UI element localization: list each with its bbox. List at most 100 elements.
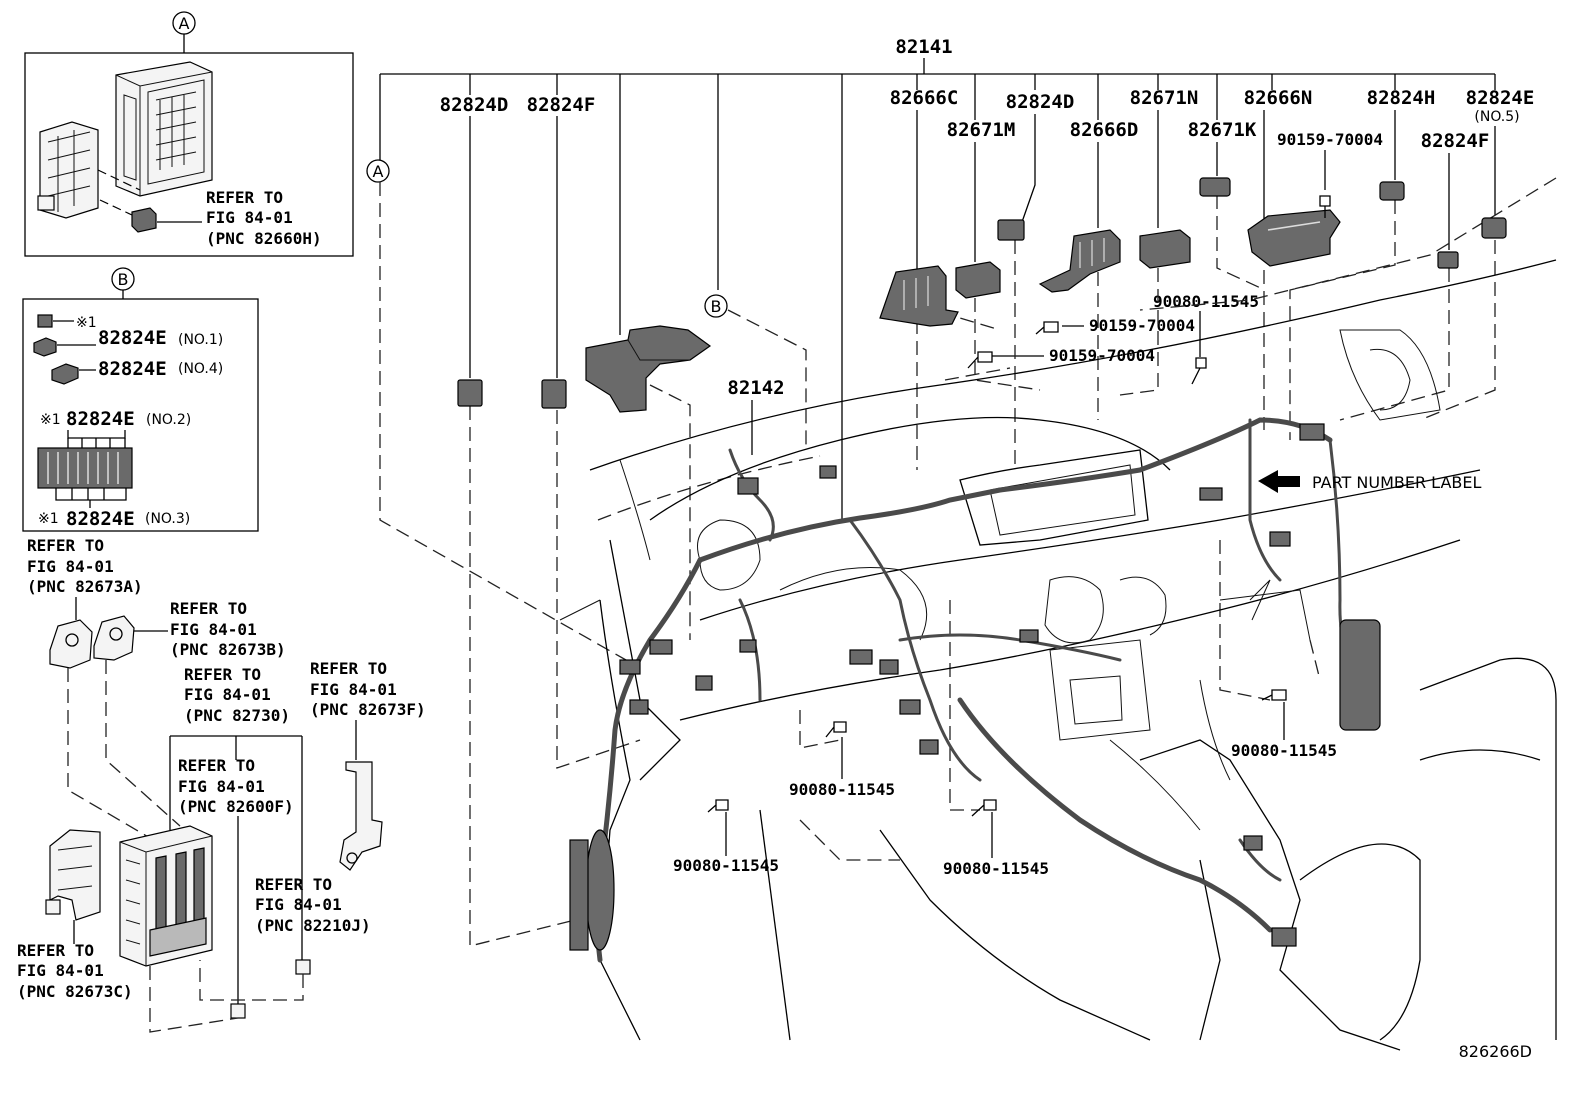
refer-82210J-line1: REFER TO <box>255 875 332 894</box>
wire-harness <box>569 417 1381 963</box>
connector-82824H <box>1379 181 1405 201</box>
connector-icon <box>51 363 79 385</box>
bolt-90159-c <box>967 351 993 369</box>
bracket-82673F <box>339 761 383 871</box>
refer-82673F-line1: REFER TO <box>310 659 387 678</box>
connector-82671N <box>1139 229 1191 269</box>
inset-b-item1-note: (NO.1) <box>178 332 223 348</box>
inset-b: B ※1 82824E (NO.1) 82824E (NO.4) ※1 8282… <box>22 267 259 532</box>
bolt-90080-e <box>1261 689 1287 701</box>
refer-82600F-line2: FIG 84-01 <box>178 777 265 796</box>
refer-82730-line2: FIG 84-01 <box>184 685 271 704</box>
callout-82824E: 82824E <box>1466 87 1535 109</box>
callout-90080-e: 90080-11545 <box>1231 741 1337 760</box>
connector-bank-illustration <box>37 430 133 508</box>
refer-82210J-line2: FIG 84-01 <box>255 895 342 914</box>
refer-82730-line3: (PNC 82730) <box>184 706 290 725</box>
refer-82673F-line2: FIG 84-01 <box>310 680 397 699</box>
inset-b-item4-note: (NO.3) <box>145 511 190 527</box>
figure-id: 826266D <box>1459 1042 1532 1061</box>
inset-b-badge: B <box>118 270 129 289</box>
arrow-left-icon <box>1258 470 1300 493</box>
junction-block-illustration <box>37 61 213 233</box>
dashboard-illustration <box>559 259 1557 1051</box>
refer-82673B-line1: REFER TO <box>170 599 247 618</box>
callout-82666N: 82666N <box>1244 87 1313 109</box>
callout-82671M: 82671M <box>947 119 1016 141</box>
harness-bracket: 82141 <box>379 36 1496 520</box>
callout-90159-top: 90159-70004 <box>1277 130 1383 149</box>
callout-82666D: 82666D <box>1070 119 1139 141</box>
bolt-90080-a <box>1191 357 1207 385</box>
connector-82671M <box>955 261 1001 299</box>
callout-90080-a: 90080-11545 <box>1153 292 1259 311</box>
refer-82673A-line1: REFER TO <box>27 536 104 555</box>
connector-82824E <box>1481 217 1507 239</box>
badge-a-main: A <box>373 162 384 181</box>
lower-left-group: REFER TO FIG 84-01 (PNC 82673A) REFER TO… <box>17 536 426 1033</box>
callout-90080-d: 90080-11545 <box>943 859 1049 878</box>
part-number-label: PART NUMBER LABEL <box>1312 473 1481 492</box>
inset-a-refer-line2: FIG 84-01 <box>206 208 293 227</box>
callout-82824H: 82824H <box>1367 87 1436 109</box>
callout-82142: 82142 <box>727 377 784 399</box>
refer-82673B-line2: FIG 84-01 <box>170 620 257 639</box>
connector-82666C <box>879 265 959 327</box>
refer-82673C-line3: (PNC 82673C) <box>17 982 133 1001</box>
bolt-90080-d <box>971 799 997 817</box>
callout-82671K: 82671K <box>1188 119 1257 141</box>
refer-82673F-line3: (PNC 82673F) <box>310 700 426 719</box>
inset-b-item2-part: 82824E <box>98 358 167 380</box>
refer-82210J-line3: (PNC 82210J) <box>255 916 371 935</box>
connector-icon <box>33 337 57 357</box>
callout-82824E-note: (NO.5) <box>1474 109 1519 125</box>
inset-a-refer-line1: REFER TO <box>206 188 283 207</box>
dashed-leaders <box>379 177 1557 947</box>
callout-90159-b: 90159-70004 <box>1089 316 1195 335</box>
connector-icon <box>37 314 53 328</box>
refer-82600F-line1: REFER TO <box>178 756 255 775</box>
refer-82673A-line2: FIG 84-01 <box>27 557 114 576</box>
connector-82671K <box>1199 177 1231 197</box>
callout-labels: 82824D 82824F 82666C 82824D 82671M 82671… <box>366 87 1535 878</box>
inset-b-item4-part: 82824E <box>66 508 135 530</box>
refer-82673C-line2: FIG 84-01 <box>17 961 104 980</box>
connector-82824F-left <box>541 379 567 409</box>
bracket-part <box>585 325 712 413</box>
refer-82673B-line3: (PNC 82673B) <box>170 640 286 659</box>
callout-82141: 82141 <box>895 36 952 58</box>
bracket-82673C <box>49 829 101 921</box>
refer-82600F-line3: (PNC 82600F) <box>178 797 294 816</box>
inset-b-mark-1: ※1 <box>76 315 97 331</box>
inset-a-frame <box>24 52 354 257</box>
inset-b-item3-mark: ※1 <box>40 412 61 428</box>
connector-82824D-left <box>457 379 483 407</box>
callout-82824F-left: 82824F <box>527 94 596 116</box>
connector-82824D-right <box>997 219 1025 241</box>
inset-b-item4-mark: ※1 <box>38 511 59 527</box>
callout-82824F-right: 82824F <box>1421 130 1490 152</box>
bolt-90080-c <box>707 799 729 813</box>
callout-82824D-right: 82824D <box>1006 91 1075 113</box>
refer-82673A-line3: (PNC 82673A) <box>27 577 143 596</box>
bracket-82673B <box>93 615 135 661</box>
bolt-90080-b <box>825 721 847 738</box>
bolt-90159-b <box>1035 321 1059 335</box>
connector-82824F-right <box>1437 251 1459 269</box>
inset-b-item1-part: 82824E <box>98 327 167 349</box>
callout-90080-c: 90080-11545 <box>673 856 779 875</box>
connectors-top <box>457 177 1507 413</box>
badge-b-main: B <box>711 297 722 316</box>
bolt-90159-top <box>1319 195 1331 218</box>
callout-82671N: 82671N <box>1130 87 1199 109</box>
callout-90080-b: 90080-11545 <box>789 780 895 799</box>
inset-b-item2-note: (NO.4) <box>178 361 223 377</box>
inset-b-item3-note: (NO.2) <box>146 412 191 428</box>
inset-a-badge: A <box>179 14 190 33</box>
refer-82673C-line1: REFER TO <box>17 941 94 960</box>
callout-82666C: 82666C <box>890 87 959 109</box>
inset-a: A REFER TO FIG 84-01 (PNC 82660H) <box>24 11 354 257</box>
inset-a-refer-line3: (PNC 82660H) <box>206 229 322 248</box>
inset-b-item3-part: 82824E <box>66 408 135 430</box>
